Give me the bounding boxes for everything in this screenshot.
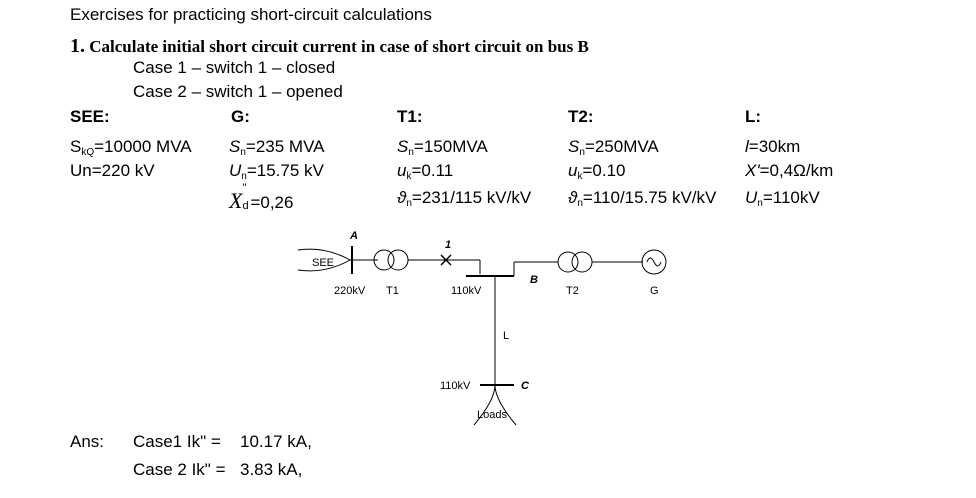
see-un: Un=220 kV — [70, 161, 155, 180]
see-title: SEE: — [70, 107, 110, 126]
label-bus-a: A — [349, 230, 358, 242]
label-bus-b: B — [530, 274, 538, 286]
t2-sn: Sn=250MVA — [568, 137, 659, 158]
generator-circle — [641, 249, 667, 275]
t2-ratio: ϑn=110/15.75 kV/kV — [568, 188, 717, 209]
label-bus-c: C — [521, 380, 530, 392]
task-line: 1. Calculate initial short circuit curre… — [70, 35, 589, 58]
label-110kv: 110kV — [451, 285, 482, 297]
t2-uk: uk=0.10 — [568, 161, 626, 182]
t1-ratio: ϑn=231/115 kV/kV — [397, 188, 532, 209]
l-title: L: — [745, 107, 762, 126]
label-g: G — [650, 285, 659, 297]
generator-sine — [646, 257, 662, 267]
g-un: Un=15.75 kV — [229, 161, 324, 182]
l-length: l=30km — [745, 137, 801, 156]
label-loads: Loads — [477, 409, 507, 421]
g-title: G: — [231, 107, 250, 126]
t1-winding-2 — [387, 249, 409, 271]
label-110kv-c: 110kV — [440, 380, 471, 392]
t1-uk: uk=0.11 — [397, 161, 454, 182]
answer-case-1-text: Case1 Ik" = — [133, 432, 221, 451]
answer-case-1-value: 10.17 kA, — [240, 432, 312, 451]
label-t2: T2 — [566, 285, 579, 297]
switch-x-2 — [440, 254, 452, 266]
label-see: SEE — [312, 257, 334, 269]
case-1: Case 1 – switch 1 – closed — [133, 58, 336, 77]
answer-case-2-text: Case 2 Ik" = — [133, 460, 226, 479]
answer-case-2-value: 3.83 kA, — [240, 460, 303, 479]
page-heading: Exercises for practicing short-circuit c… — [70, 5, 432, 24]
g-sn: Sn=235 MVA — [229, 137, 325, 158]
t2-winding-2 — [571, 251, 593, 273]
task-number: 1. — [70, 35, 85, 57]
t1-winding-1 — [373, 249, 395, 271]
l-un: Un=110kV — [745, 188, 820, 209]
t1-sn: Sn=150MVA — [397, 137, 488, 158]
task-text: Calculate initial short circuit current … — [89, 37, 589, 56]
case-2: Case 2 – switch 1 – opened — [133, 82, 343, 101]
t2-title: T2: — [568, 107, 594, 126]
loads-symbol — [473, 384, 517, 426]
label-t1: T1 — [386, 285, 399, 297]
label-switch: 1 — [445, 239, 451, 251]
see-skq: SkQ=10000 MVA — [70, 137, 192, 158]
answers-label: Ans: — [70, 432, 105, 451]
l-reactance: X'=0,4Ω/km — [745, 161, 834, 180]
t2-winding-1 — [557, 251, 579, 273]
label-220kv: 220kV — [334, 285, 366, 297]
t1-title: T1: — [397, 107, 423, 126]
g-xd: X"d=0,26 — [229, 182, 294, 213]
label-line: L — [503, 330, 509, 342]
